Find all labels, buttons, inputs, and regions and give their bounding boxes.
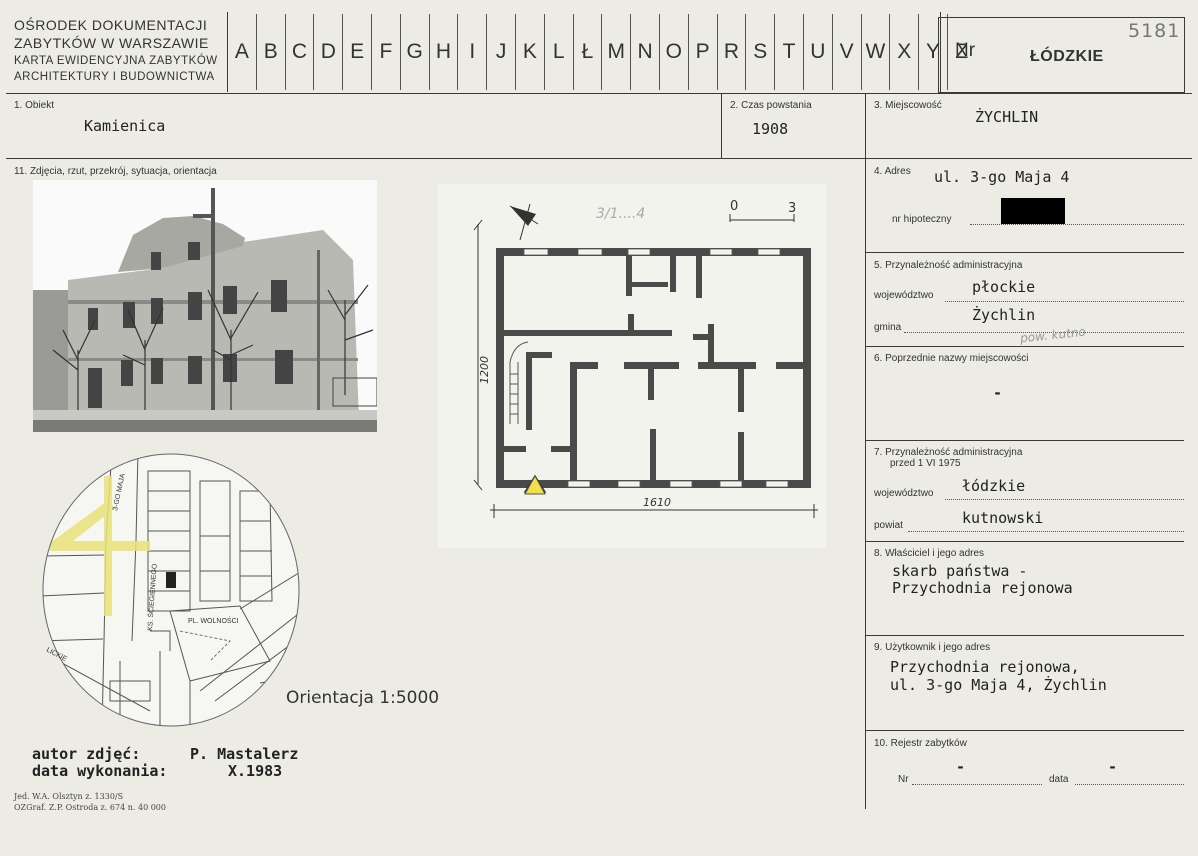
building-photo bbox=[33, 180, 377, 432]
card-number: 5181 bbox=[1128, 20, 1181, 42]
index-letter: B bbox=[257, 14, 286, 90]
autor-label: autor zdjęć: bbox=[32, 745, 141, 763]
data-wykonania-value: X.1983 bbox=[228, 762, 283, 780]
org-line-2: ZABYTKÓW W WARSZAWIE bbox=[14, 35, 209, 51]
region-box bbox=[938, 17, 1185, 93]
print-line-2: OZGraf. Z.P. Ostroda z. 674 n. 40 000 bbox=[14, 803, 166, 812]
miejscowosc-label: 3. Miejscowość bbox=[874, 100, 942, 111]
autor-value: P. Mastalerz bbox=[190, 745, 299, 763]
pencil-note: 3/1....4 bbox=[596, 206, 645, 222]
czas-value: 1908 bbox=[752, 120, 789, 138]
data-wykonania-label: data wykonania: bbox=[32, 762, 168, 780]
index-letter: P bbox=[689, 14, 718, 90]
org-line-1: OŚRODEK DOKUMENTACJI bbox=[14, 17, 208, 33]
index-letter: Ł bbox=[574, 14, 603, 90]
index-letter: H bbox=[430, 14, 459, 90]
index-letter: C bbox=[286, 14, 315, 90]
orientation-scale: Orientacja 1:5000 bbox=[286, 688, 440, 708]
rejestr-data-label: data bbox=[1049, 774, 1069, 785]
nr-label: Nr bbox=[955, 40, 976, 61]
index-letter: Y bbox=[919, 14, 948, 90]
region-name: ŁÓDZKIE bbox=[1030, 48, 1104, 65]
przynaleznosc-label: 5. Przynależność administracyjna bbox=[874, 260, 1023, 271]
przynaleznosc-old-label: 7. Przynależność administracyjna bbox=[874, 447, 1023, 458]
index-letter: U bbox=[804, 14, 833, 90]
wojewodztwo-old-value: łódzkie bbox=[962, 477, 1026, 495]
wlasciciel-label: 8. Właściciel i jego adres bbox=[874, 548, 985, 559]
index-letter: S bbox=[746, 14, 776, 90]
org-line-4: ARCHITEKTURY I BUDOWNICTWA bbox=[14, 71, 215, 83]
uzytkownik-label: 9. Użytkownik i jego adres bbox=[874, 642, 991, 653]
rejestr-data-value: - bbox=[1108, 758, 1118, 776]
index-letter: Z bbox=[955, 40, 969, 63]
dim-width: 1610 bbox=[643, 496, 671, 509]
zdjecia-label: 11. Zdjęcia, rzut, przekrój, sytuacja, o… bbox=[14, 166, 217, 177]
przynaleznosc-old-sub: przed 1 VI 1975 bbox=[890, 458, 961, 469]
wlasciciel-line-2: Przychodnia rejonowa bbox=[892, 579, 1073, 597]
floor-plan: 0 3 1610 1200 3/1....4 bbox=[438, 184, 826, 548]
uzytkownik-line-2: ul. 3-go Maja 4, Żychlin bbox=[890, 676, 1107, 694]
index-letter: X bbox=[890, 14, 920, 90]
wojewodztwo-old-label: województwo bbox=[874, 488, 934, 499]
index-letter: K bbox=[516, 14, 545, 90]
wojewodztwo-label: województwo bbox=[874, 290, 934, 301]
index-letter: F bbox=[372, 14, 401, 90]
miejscowosc-value: ŻYCHLIN bbox=[975, 108, 1039, 126]
index-letter: N bbox=[631, 14, 660, 90]
powiat-label: powiat bbox=[874, 520, 903, 531]
gmina-label: gmina bbox=[874, 322, 902, 333]
index-letter: R bbox=[718, 14, 747, 90]
index-letter: A bbox=[228, 14, 257, 90]
rejestr-nr-value: - bbox=[956, 758, 966, 776]
index-letter: D bbox=[314, 14, 344, 90]
situation-map: 3-GO MAJA KS. ŚCIEGIENNEGO PL. WOLNOŚCI … bbox=[40, 451, 302, 729]
redacted-box bbox=[1001, 198, 1065, 224]
wlasciciel-line-1: skarb państwa - bbox=[892, 562, 1028, 580]
poprzednie-value: - bbox=[993, 384, 1003, 402]
rejestr-nr-label: Nr bbox=[898, 774, 909, 785]
obiekt-value: Kamienica bbox=[84, 117, 166, 135]
print-line-1: Jed. W.A. Olsztyn z. 1330/S bbox=[14, 792, 124, 801]
wojewodztwo-value: płockie bbox=[972, 278, 1036, 296]
dim-height: 1200 bbox=[478, 356, 491, 384]
obiekt-label: 1. Obiekt bbox=[14, 100, 55, 111]
rejestr-label: 10. Rejestr zabytków bbox=[874, 738, 967, 749]
adres-value: ul. 3-go Maja 4 bbox=[934, 168, 1070, 186]
hipoteczny-label: nr hipoteczny bbox=[892, 214, 952, 225]
index-letter: T bbox=[775, 14, 804, 90]
index-letter: J bbox=[487, 14, 516, 90]
square-wolnosci: PL. WOLNOŚCI bbox=[188, 616, 239, 625]
uzytkownik-line-1: Przychodnia rejonowa, bbox=[890, 658, 1080, 676]
scale-start: 0 bbox=[730, 199, 738, 214]
index-letter: I bbox=[458, 14, 488, 90]
gmina-note: pow. kutno bbox=[1019, 324, 1087, 346]
index-letter: V bbox=[833, 14, 862, 90]
index-letter: O bbox=[660, 14, 689, 90]
index-letter: W bbox=[862, 14, 891, 90]
org-line-3: KARTA EWIDENCYJNA ZABYTKÓW bbox=[14, 55, 218, 67]
poprzednie-label: 6. Poprzednie nazwy miejscowości bbox=[874, 353, 1029, 364]
index-letter: L bbox=[545, 14, 574, 90]
scale-end: 3 bbox=[788, 201, 796, 216]
gmina-value: Żychlin bbox=[972, 306, 1036, 324]
czas-label: 2. Czas powstania bbox=[730, 100, 812, 111]
index-letter: E bbox=[343, 14, 372, 90]
adres-label: 4. Adres bbox=[874, 166, 911, 177]
index-letter: M bbox=[602, 14, 632, 90]
powiat-value: kutnowski bbox=[962, 509, 1044, 527]
index-letter: G bbox=[401, 14, 430, 90]
